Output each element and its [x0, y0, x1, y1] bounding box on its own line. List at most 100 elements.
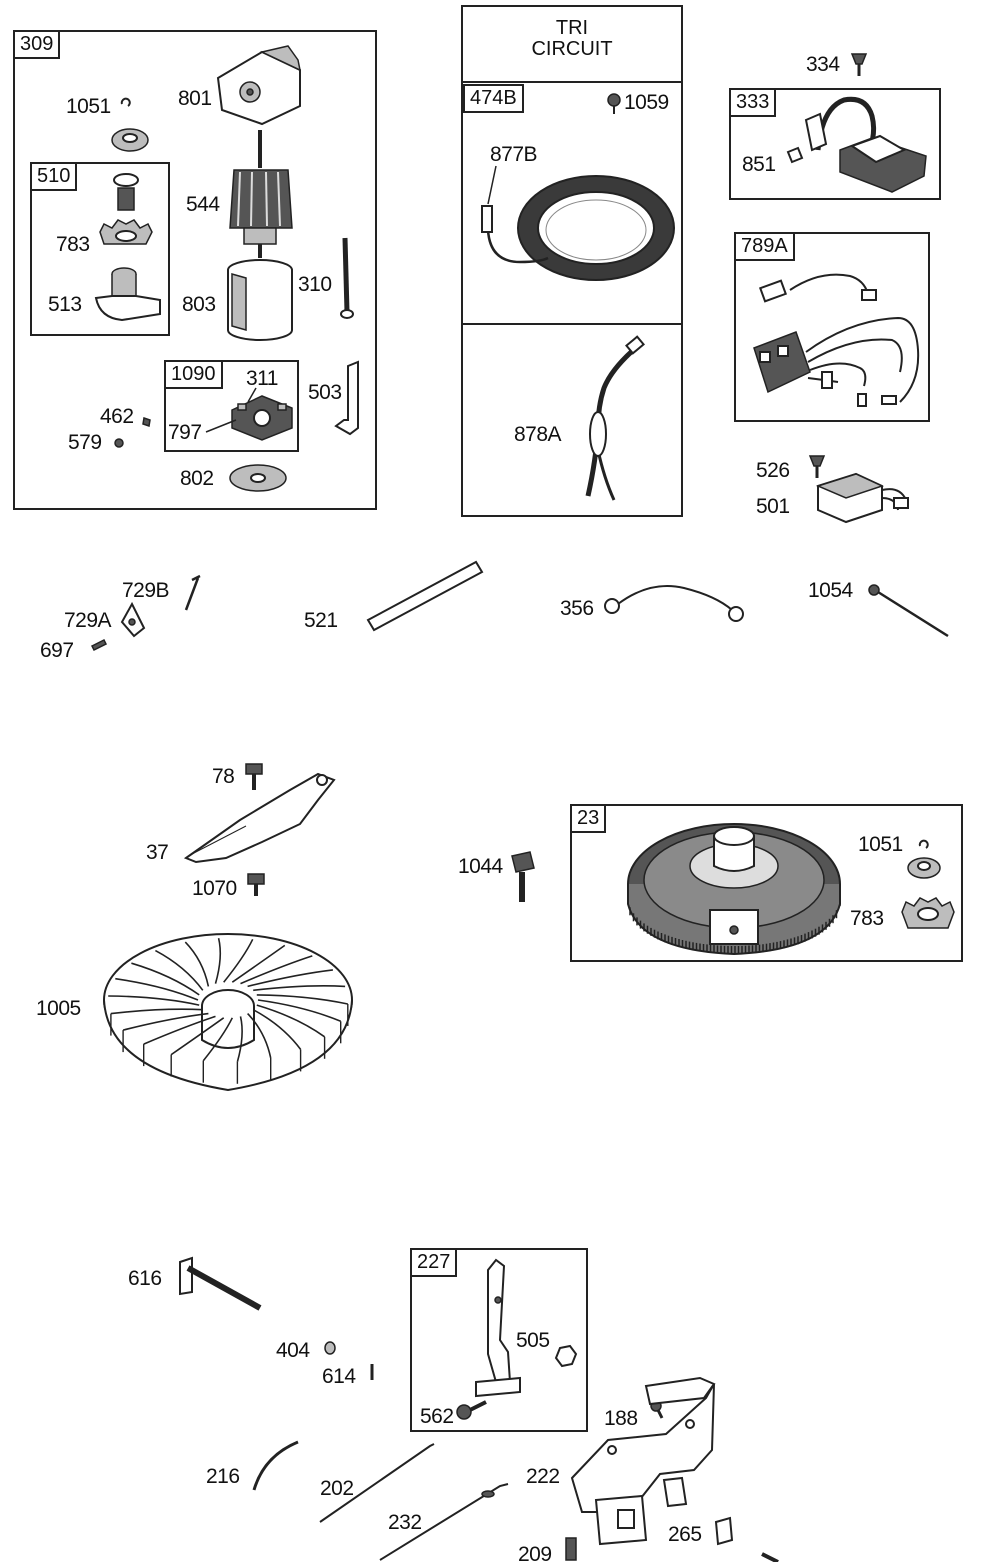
group-tag-23: 23: [570, 804, 607, 833]
nut-505: [554, 1344, 578, 1368]
tri-circuit-divider-top: [461, 81, 683, 83]
group-frame-510: [30, 162, 170, 336]
fan-blade: [122, 1012, 209, 1031]
group-frame-227: [410, 1248, 588, 1432]
fan-blade: [110, 1008, 203, 1015]
part-label-851: 851: [742, 153, 776, 176]
retaining-ring-1051-flywheel: [918, 839, 929, 849]
part-label-797: 797: [168, 421, 202, 444]
screw-697: [90, 638, 108, 652]
ground-wire-356: [604, 585, 744, 622]
governor-lever-227: [475, 1258, 521, 1398]
part-label-334: 334: [806, 53, 840, 76]
fan-blade: [247, 1013, 272, 1059]
part-label-729A: 729A: [64, 609, 112, 632]
wire-harness-789A: [753, 273, 920, 407]
group-frame-309: [13, 30, 377, 510]
fan-blade: [253, 985, 346, 992]
bolt-1044: [511, 851, 535, 902]
part-label-878A: 878A: [514, 423, 562, 446]
part-label-501: 501: [756, 495, 790, 518]
part-label-521: 521: [304, 609, 338, 632]
group-tag-333: 333: [729, 88, 777, 117]
part-label-783-flywheel: 783: [850, 907, 884, 930]
screw-334: [850, 53, 868, 76]
fan-blade: [214, 938, 222, 984]
thru-bolt-310: [340, 237, 354, 319]
regulator-501: [815, 472, 909, 524]
lock-729A: [120, 601, 146, 638]
part-label-216: 216: [206, 1465, 240, 1488]
part-label-513: 513: [48, 293, 82, 316]
group-tag-474B: 474B: [463, 84, 524, 113]
control-bracket-222: [570, 1376, 716, 1546]
fan-blade: [223, 938, 254, 983]
part-label-1070: 1070: [192, 877, 237, 900]
washer-404: [324, 1341, 336, 1355]
clip-265: [714, 1516, 734, 1546]
part-label-877B: 877B: [490, 143, 538, 166]
link-rod-232: [379, 1483, 509, 1561]
part-label-202: 202: [320, 1477, 354, 1500]
part-label-1054: 1054: [808, 579, 853, 602]
part-label-544: 544: [186, 193, 220, 216]
fan-blade: [256, 994, 348, 1005]
fan-blade: [252, 1008, 302, 1050]
screw-526: [808, 455, 826, 478]
part-label-729B: 729B: [122, 579, 170, 602]
fan-blade: [231, 944, 286, 983]
fan-blade: [240, 955, 313, 985]
group-tag-309: 309: [13, 30, 61, 59]
fan-blade: [170, 1017, 225, 1056]
washer-1051-flywheel: [907, 857, 941, 879]
fan-blade: [115, 977, 199, 1001]
part-label-265: 265: [668, 1523, 702, 1546]
tri-circuit-line1: TRI: [555, 17, 589, 39]
link-rod-202: [319, 1443, 435, 1523]
motor-housing-803: [227, 259, 293, 341]
part-label-1005: 1005: [36, 997, 81, 1020]
flywheel-23: [627, 823, 841, 956]
part-label-803: 803: [182, 293, 216, 316]
screw-78: [245, 763, 263, 790]
part-label-1059: 1059: [624, 91, 669, 114]
clip-729B: [184, 574, 201, 611]
bracket-503: [334, 360, 359, 436]
pinion-gear-783: [901, 897, 955, 929]
alternator-stator-474B: [481, 165, 675, 281]
small-parts-462-579: [114, 417, 151, 448]
starter-end-cap-801: [216, 45, 302, 126]
part-label-505: 505: [516, 1329, 550, 1352]
part-label-783: 783: [56, 233, 90, 256]
washer-802: [229, 464, 287, 492]
retaining-ring-1051: [120, 97, 131, 107]
dowel-rod-521: [366, 560, 484, 632]
part-label-232: 232: [388, 1511, 422, 1534]
part-label-1044: 1044: [458, 855, 503, 878]
fan-blade: [108, 995, 200, 1006]
part-label-1051-flywheel: 1051: [858, 833, 903, 856]
part-label-209: 209: [518, 1543, 552, 1566]
tri-circuit-title: TRI CIRCUIT: [461, 18, 683, 60]
screw-bottom-edge: [761, 1552, 779, 1562]
fan-blade: [184, 941, 210, 987]
cable-tie-1054: [868, 584, 949, 638]
link-216: [252, 1440, 299, 1491]
screw-1070: [247, 873, 265, 896]
part-label-526: 526: [756, 459, 790, 482]
screw-851: [786, 146, 804, 164]
fan-retainer-37: [183, 772, 336, 864]
harness-878A: [585, 335, 645, 501]
part-label-37: 37: [146, 841, 169, 864]
group-frame-1090: [164, 360, 299, 452]
fan-blade: [256, 1004, 326, 1038]
starter-drive-kit-510-parts: [94, 173, 161, 322]
ignition-armature-333: [804, 96, 927, 193]
part-label-802: 802: [180, 467, 214, 490]
cooling-fan-1005: [103, 933, 353, 1092]
tri-circuit-frame: [461, 5, 683, 517]
part-label-404: 404: [276, 1339, 310, 1362]
part-label-222: 222: [526, 1465, 560, 1488]
spring-209: [565, 1537, 577, 1561]
